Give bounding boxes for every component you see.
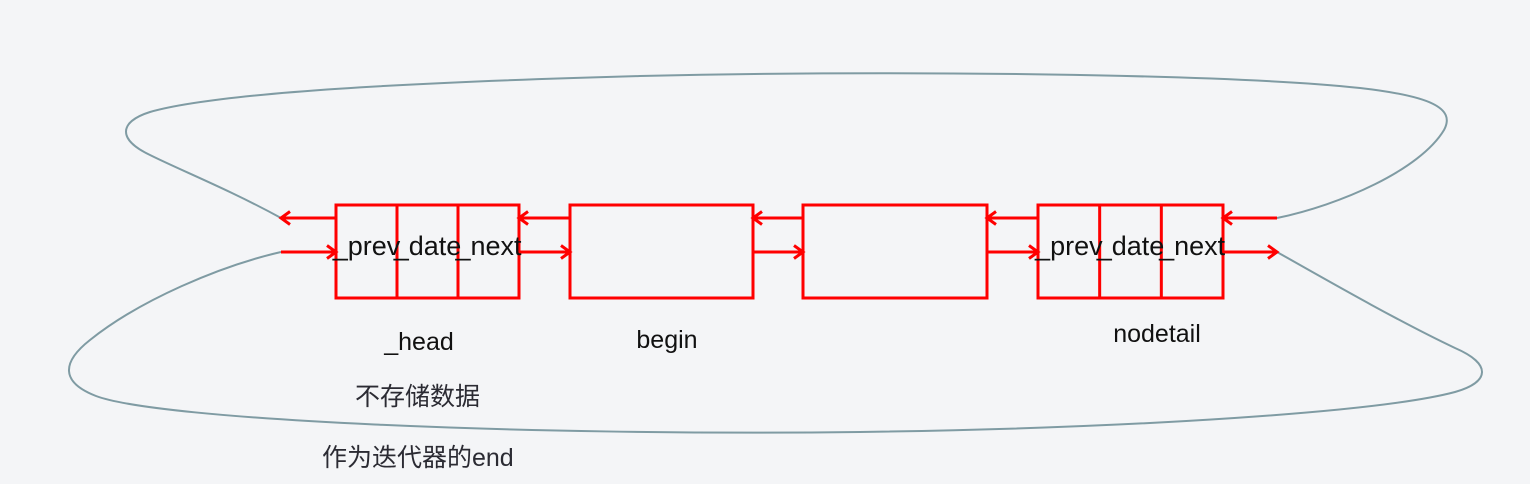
node-captions-group: _head begin nodetail — [383, 320, 1201, 356]
field-label-date: _date — [1096, 231, 1165, 261]
loop-curve-group — [68, 72, 1483, 434]
field-label-next: _next — [454, 231, 522, 261]
lower-wrap-curve-icon — [68, 251, 1483, 434]
node-box[interactable] — [1036, 203, 1225, 300]
field-label-prev: _prev — [1034, 231, 1103, 261]
node-head[interactable]: _prev_date_next — [332, 203, 522, 300]
node-tail[interactable]: _prev_date_next — [1034, 203, 1226, 300]
annotation-notes-group: 不存储数据 作为迭代器的end — [322, 383, 514, 472]
prev-arrow-head-icon — [278, 210, 291, 226]
node-box[interactable] — [568, 203, 755, 300]
field-label-date: _date — [393, 231, 462, 261]
field-label-prev: _prev — [332, 231, 401, 261]
node-begin[interactable] — [568, 203, 755, 300]
node-middle[interactable] — [801, 203, 989, 300]
node-caption-tail: nodetail — [1113, 320, 1201, 348]
link-pair-head-to-begin — [516, 210, 573, 260]
node-caption-begin: begin — [636, 326, 697, 354]
next-arrow-head-icon — [1267, 244, 1280, 260]
node-box[interactable] — [334, 203, 521, 300]
node-caption-head: _head — [383, 328, 454, 356]
upper-wrap-curve-icon — [125, 72, 1448, 219]
node-boxes-group: _prev_date_next_prev_date_next — [332, 203, 1226, 300]
field-label-next: _next — [1158, 231, 1226, 261]
link-pair-begin-to-mid — [750, 210, 806, 260]
link-pair-loop-to-head — [278, 210, 339, 260]
link-pair-mid-to-tail — [984, 210, 1041, 260]
note-no-data: 不存储数据 — [355, 383, 480, 411]
note-end-iterator: 作为迭代器的end — [322, 444, 514, 472]
link-pair-tail-to-loop — [1220, 210, 1280, 260]
node-box[interactable] — [801, 203, 989, 300]
